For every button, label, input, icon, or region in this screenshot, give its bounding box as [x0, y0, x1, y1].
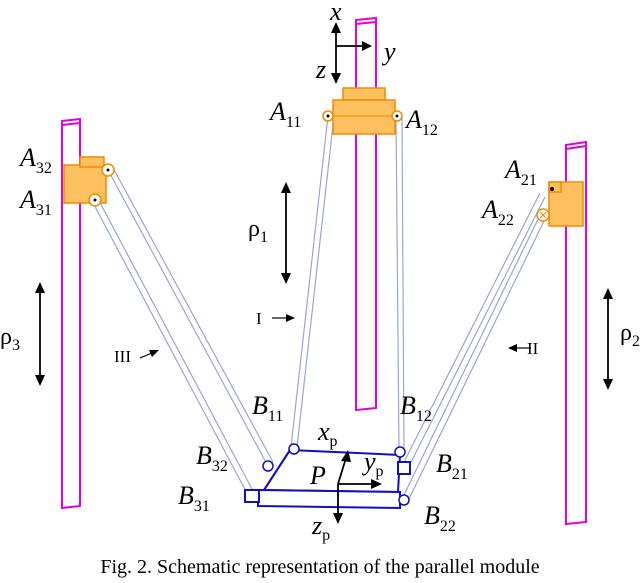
- label-A32: A32: [18, 143, 52, 177]
- svg-text:xp: xp: [317, 417, 338, 450]
- svg-text:zp: zp: [311, 511, 330, 544]
- label-B32: B32: [196, 441, 228, 475]
- column-center: [355, 16, 377, 412]
- svg-text:A12: A12: [404, 105, 438, 139]
- label-chain-I: I: [256, 309, 262, 328]
- label-axis-y: y: [381, 37, 396, 66]
- label-B21: B21: [436, 449, 468, 483]
- chain-pointer-I: [272, 314, 295, 322]
- label-rho1: ρ1: [248, 216, 268, 246]
- svg-text:B32: B32: [196, 441, 228, 475]
- label-B11: B11: [252, 391, 283, 425]
- chain-pointer-III: [139, 350, 159, 359]
- label-B12: B12: [400, 391, 432, 425]
- label-B31: B31: [178, 481, 210, 515]
- label-axis-xp: xp: [317, 417, 338, 450]
- stroke-arrow-rho2: [603, 288, 613, 390]
- stroke-arrow-rho3: [35, 282, 45, 386]
- label-rho2: ρ2: [620, 320, 640, 350]
- label-chain-III: III: [114, 347, 131, 366]
- base-frame-axes: [331, 22, 372, 84]
- figure-caption: Fig. 2. Schematic representation of the …: [100, 556, 540, 578]
- svg-text:ρ3: ρ3: [0, 324, 20, 354]
- svg-text:ρ2: ρ2: [620, 320, 640, 350]
- stroke-arrow-rho1: [281, 182, 291, 284]
- label-rho3: ρ3: [0, 324, 20, 354]
- svg-text:B21: B21: [436, 449, 468, 483]
- label-point-P: P: [309, 461, 326, 490]
- svg-text:yp: yp: [361, 447, 384, 480]
- label-axis-zp: zp: [311, 511, 330, 544]
- svg-text:ρ1: ρ1: [248, 216, 268, 246]
- label-chain-II: II: [527, 339, 539, 358]
- label-A21: A21: [503, 155, 537, 189]
- column-left: [61, 117, 81, 510]
- label-axis-z: z: [315, 55, 326, 84]
- svg-text:B31: B31: [178, 481, 210, 515]
- slider-left: [63, 156, 115, 207]
- slider-right: [536, 181, 584, 227]
- svg-text:A31: A31: [18, 185, 52, 219]
- svg-text:A11: A11: [268, 97, 301, 131]
- svg-text:A21: A21: [503, 155, 537, 189]
- chain-pointer-II: [508, 344, 531, 352]
- svg-text:B11: B11: [252, 391, 283, 425]
- label-axis-x: x: [329, 0, 342, 26]
- moving-platform: [244, 443, 411, 510]
- label-A22: A22: [480, 195, 514, 229]
- label-B22: B22: [424, 501, 456, 535]
- platform-frame-axes: [333, 450, 382, 524]
- svg-text:A22: A22: [480, 195, 514, 229]
- svg-text:A32: A32: [18, 143, 52, 177]
- label-A11: A11: [268, 97, 301, 131]
- slider-top: [322, 87, 403, 135]
- label-axis-yp: yp: [361, 447, 384, 480]
- svg-text:B22: B22: [424, 501, 456, 535]
- label-A31: A31: [18, 185, 52, 219]
- label-A12: A12: [404, 105, 438, 139]
- column-right: [565, 140, 587, 526]
- links: [91, 115, 547, 504]
- svg-text:B12: B12: [400, 391, 432, 425]
